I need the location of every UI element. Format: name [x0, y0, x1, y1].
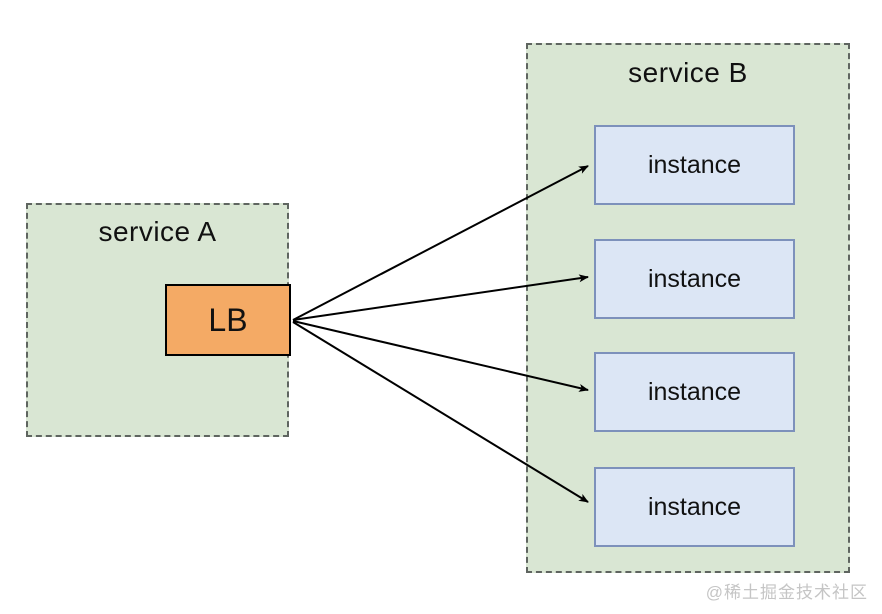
- instance-node-1: instance: [594, 125, 795, 205]
- service-a-title: service A: [98, 216, 217, 247]
- watermark: @稀土掘金技术社区: [705, 583, 868, 602]
- instance-node-2: instance: [594, 239, 795, 319]
- service-b-container: service B instance instance instance ins…: [526, 43, 850, 573]
- instance-node-3: instance: [594, 352, 795, 432]
- service-b-title: service B: [628, 57, 748, 88]
- instance-label: instance: [647, 377, 742, 406]
- instance-label: instance: [647, 150, 742, 179]
- instance-label: instance: [647, 492, 742, 521]
- load-balancer-node: LB: [165, 284, 291, 356]
- instance-node-4: instance: [594, 467, 795, 547]
- load-balancer-label: LB: [208, 301, 248, 338]
- instance-label: instance: [647, 264, 742, 293]
